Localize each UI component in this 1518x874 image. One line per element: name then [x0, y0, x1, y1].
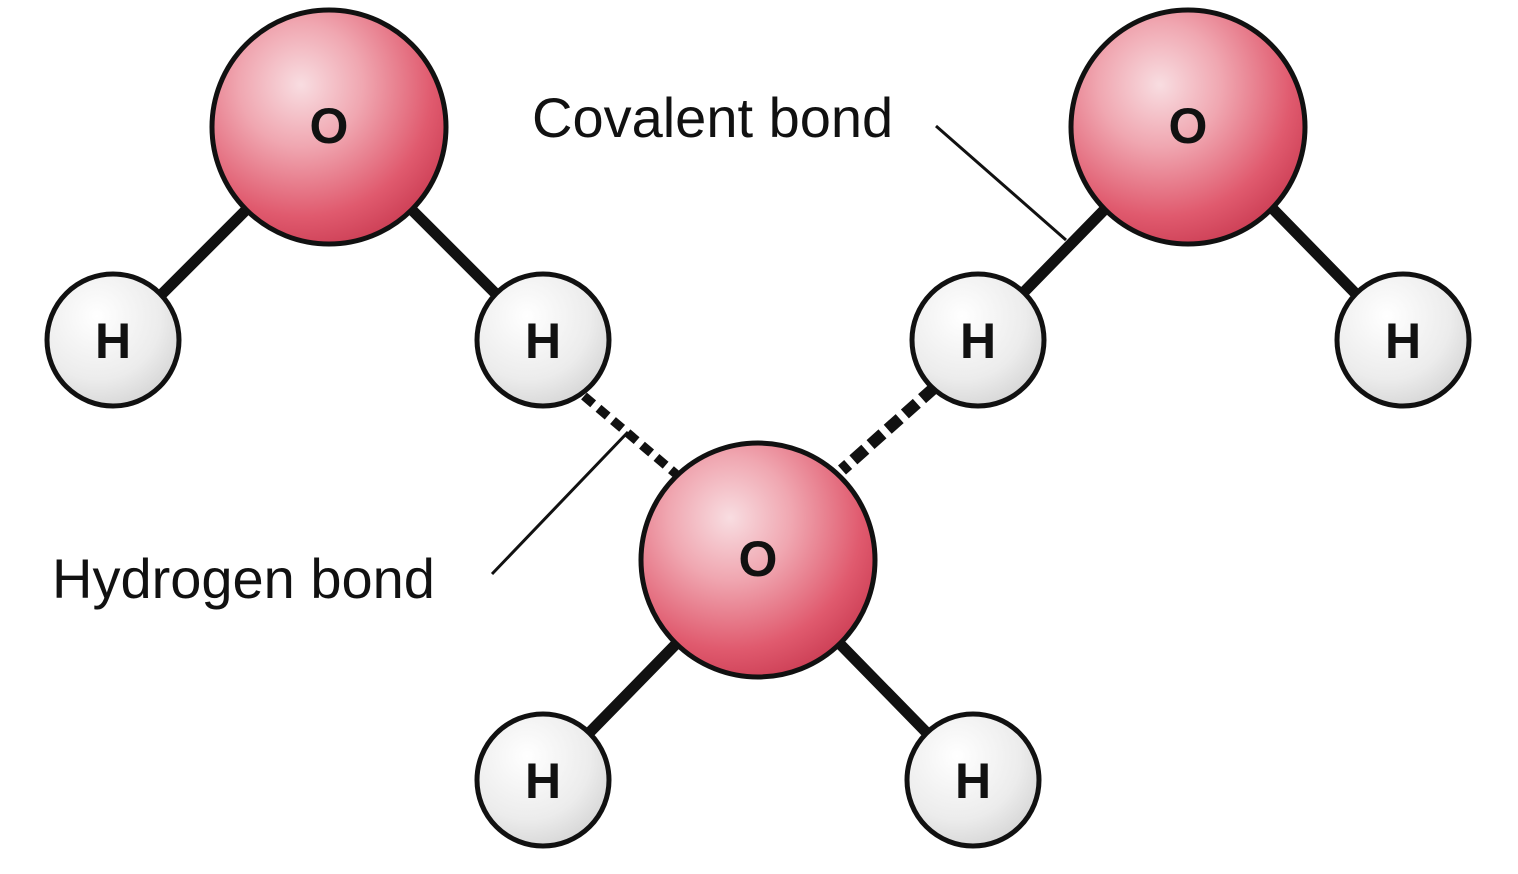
hydrogen-label: H	[960, 313, 996, 369]
covalent-bond-right-o-h2	[1266, 202, 1360, 298]
oxygen-label: O	[739, 531, 778, 587]
oxygen-atom	[209, 7, 449, 247]
hydrogen-bond-callout-line	[490, 430, 630, 576]
hydrogen-atom	[474, 271, 612, 409]
hydrogen-bond-left	[581, 392, 679, 478]
covalent-bond-label: Covalent bond	[532, 86, 893, 149]
oxygen-label: O	[1169, 98, 1208, 154]
hydrogen-atom	[904, 711, 1042, 849]
covalent-bond-left-o-h2	[404, 202, 502, 300]
hydrogen-label: H	[955, 753, 991, 809]
hydrogen-atom	[474, 711, 612, 849]
covalent-bond-right-o-h1	[1018, 202, 1112, 298]
hydrogen-atom	[909, 271, 1047, 409]
hydrogen-label: H	[525, 313, 561, 369]
hydrogen-label: H	[95, 313, 131, 369]
hydrogen-label: H	[525, 753, 561, 809]
hydrogen-bonds	[581, 383, 938, 478]
oxygen-label: O	[310, 98, 349, 154]
water-molecule-left: O H H	[44, 7, 612, 409]
hydrogen-bond-label: Hydrogen bond	[52, 547, 435, 610]
hydrogen-atom	[44, 271, 182, 409]
covalent-bond-center-o-h2	[834, 638, 930, 736]
hydrogen-bond-right	[838, 383, 938, 475]
covalent-bond-callout-line	[935, 124, 1067, 242]
covalent-bonds	[156, 202, 1360, 736]
oxygen-atom	[638, 440, 878, 680]
covalent-bond-left-o-h1	[156, 202, 254, 300]
callout-lines	[490, 124, 1067, 576]
oxygen-atom	[1068, 7, 1308, 247]
hydrogen-label: H	[1385, 313, 1421, 369]
covalent-bond-center-o-h1	[586, 638, 682, 736]
water-molecule-center: O H H	[474, 440, 1042, 849]
hydrogen-atom	[1334, 271, 1472, 409]
water-molecule-right: O H H	[909, 7, 1472, 409]
